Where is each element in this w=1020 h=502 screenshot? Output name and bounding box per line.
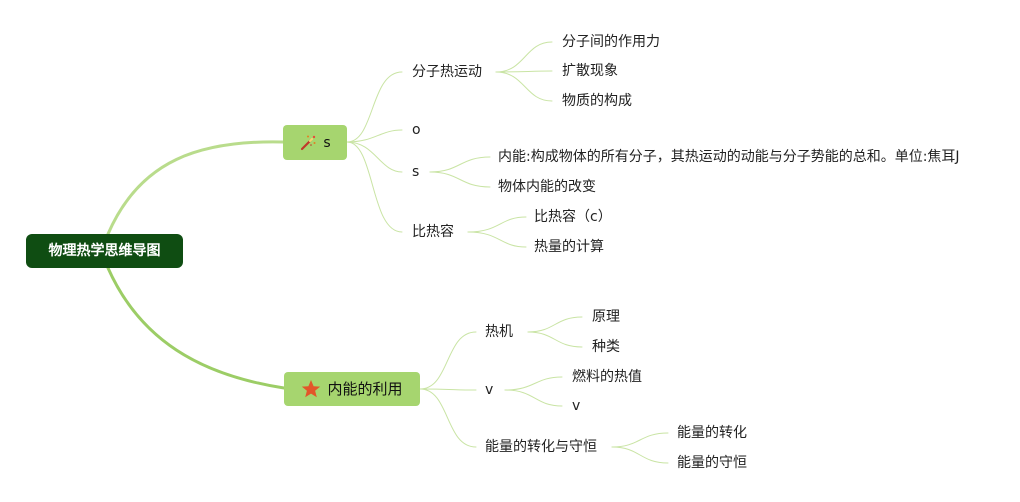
subtopic-specific-heat-c[interactable]: 比热容（c）: [534, 209, 612, 225]
main-topic-1[interactable]: s: [283, 125, 347, 160]
topic-specific-heat[interactable]: 比热容: [412, 224, 454, 240]
topic-v[interactable]: v: [485, 382, 494, 398]
subtopic-energy-conversion[interactable]: 能量的转化: [677, 425, 747, 441]
subtopic-principle[interactable]: 原理: [592, 309, 620, 325]
subtopic-internal-energy-change[interactable]: 物体内能的改变: [498, 179, 596, 195]
star-icon: [301, 379, 321, 399]
subtopic-v[interactable]: v: [572, 398, 581, 414]
topic-energy-conservation[interactable]: 能量的转化与守恒: [485, 439, 597, 455]
topic-heat-engine[interactable]: 热机: [485, 324, 513, 340]
subtopic-types[interactable]: 种类: [592, 339, 620, 355]
subtopic-heat-calculation[interactable]: 热量的计算: [534, 239, 604, 255]
subtopic-matter-structure[interactable]: 物质的构成: [562, 93, 632, 109]
subtopic-energy-conservation[interactable]: 能量的守恒: [677, 455, 747, 471]
subtopic-fuel-heat-value[interactable]: 燃料的热值: [572, 369, 642, 385]
topic-molecular-motion[interactable]: 分子热运动: [412, 64, 482, 80]
main-topic-2[interactable]: 内能的利用: [284, 372, 420, 406]
topic-o[interactable]: o: [412, 122, 421, 138]
root-topic[interactable]: 物理热学思维导图: [26, 234, 183, 268]
main-topic-2-label: 内能的利用: [327, 379, 403, 398]
magic-wand-icon: [299, 134, 317, 152]
subtopic-internal-energy-definition[interactable]: 内能:构成物体的所有分子，其热运动的动能与分子势能的总和。单位:焦耳J: [498, 149, 960, 165]
subtopic-diffusion[interactable]: 扩散现象: [562, 63, 618, 79]
root-topic-label: 物理热学思维导图: [48, 243, 161, 259]
main-topic-1-label: s: [323, 134, 331, 151]
subtopic-molecular-force[interactable]: 分子间的作用力: [562, 34, 660, 50]
topic-s[interactable]: s: [412, 164, 420, 180]
